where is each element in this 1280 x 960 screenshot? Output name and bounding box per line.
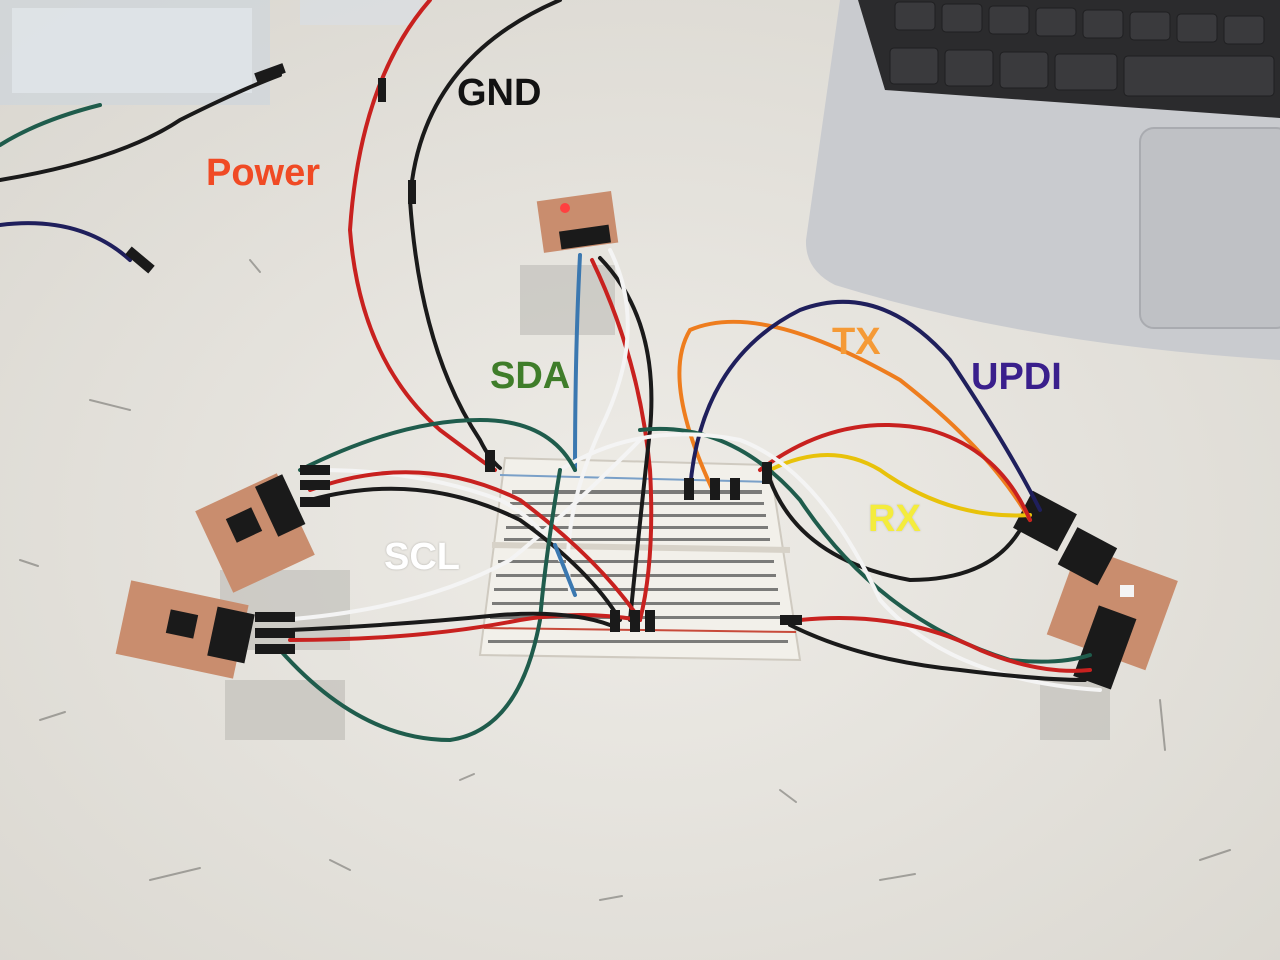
wire-rx-yellow — [768, 453, 1032, 518]
laptop-trackpad — [1139, 127, 1280, 329]
label-updi: UPDI — [971, 356, 1062, 398]
wire-updi-navy — [688, 299, 1042, 512]
laptop — [805, 0, 1280, 360]
label-scl: SCL — [384, 536, 460, 578]
attiny-board-right — [1013, 490, 1178, 690]
wire-red-bottom — [798, 616, 1092, 673]
laptop-keys — [889, 1, 1275, 97]
wire-tx-orange — [677, 319, 1032, 522]
attiny-board-left-lower — [115, 580, 255, 679]
wire-black-lower — [288, 611, 612, 632]
wire-sensor-white — [566, 248, 630, 592]
wire-gnd-black — [407, 0, 562, 470]
attiny-board-left-upper — [195, 473, 315, 593]
wire-red-lower — [288, 613, 642, 642]
wire-black-bottom — [788, 623, 1087, 682]
wire-sensor-red — [590, 258, 654, 622]
table-scratches — [19, 259, 1231, 901]
loose-wires — [0, 63, 286, 274]
wire-black-right — [768, 478, 1022, 583]
label-gnd: GND — [457, 72, 542, 114]
wire-red-right — [758, 423, 1032, 522]
wire-black-left — [308, 486, 622, 622]
wire-sda-blue — [573, 253, 582, 472]
wire-green-left — [298, 417, 577, 472]
wire-white-right — [558, 432, 1102, 692]
label-power: Power — [206, 152, 321, 194]
label-tx: TX — [832, 321, 881, 363]
connector-heads — [255, 78, 802, 654]
label-sda: SDA — [490, 355, 571, 397]
wire-blue-mid — [553, 543, 577, 597]
wire-scl-white — [278, 438, 642, 622]
wire-green-lower — [278, 468, 562, 743]
wire-red-left — [308, 470, 642, 622]
wire-white-left — [318, 468, 562, 562]
plastic-container — [0, 0, 420, 105]
label-rx: RX — [868, 498, 921, 540]
wires — [278, 0, 1102, 743]
sensor-board-top — [536, 190, 619, 253]
